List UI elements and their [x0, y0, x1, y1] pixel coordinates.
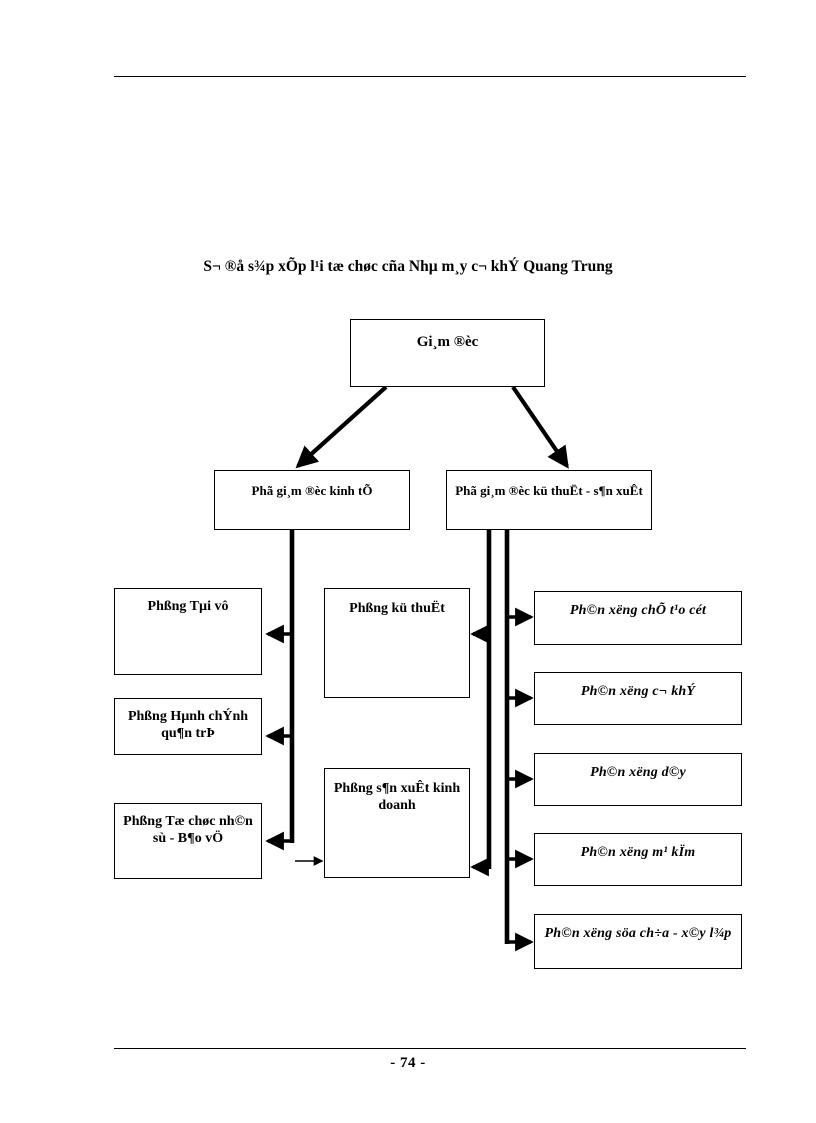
node-phong-ky-thuat[interactable]: Phßng kü thuËt: [324, 588, 470, 698]
node-phong-to-chuc[interactable]: Phßng Tæ chøc nh©n sù - B¶o vÖ: [114, 803, 262, 879]
node-px-sua-chua[interactable]: Ph©n xëng söa ch÷a - x©y l¾p: [534, 914, 742, 969]
footer-rule: [114, 1048, 746, 1049]
node-px-sua-chua-label: Ph©n xëng söa ch÷a - x©y l¾p: [544, 926, 732, 941]
node-director[interactable]: Gi¸m ®èc: [350, 319, 545, 387]
edge-director-to-deputy-tech: [511, 385, 569, 469]
node-phong-hanh-chinh-label: Phßng Hµnh chÝnh qu¶n trÞ: [127, 709, 249, 741]
node-phong-hanh-chinh[interactable]: Phßng Hµnh chÝnh qu¶n trÞ: [114, 698, 262, 755]
node-px-che-tao-cot-label: Ph©n xëng chÕ t¹o cét: [569, 603, 707, 618]
node-phong-tai-vu-label: Phßng Tµi vô: [147, 599, 229, 614]
node-director-label: Gi¸m ®èc: [416, 334, 479, 350]
page-number: - 74 -: [390, 1055, 426, 1071]
header-rule: [114, 76, 746, 77]
edge-director-to-deputy-economy: [295, 385, 388, 469]
node-px-co-khi[interactable]: Ph©n xëng c¬ khÝ: [534, 672, 742, 725]
node-px-day[interactable]: Ph©n xëng d©y: [534, 753, 742, 806]
node-px-ma-kem-label: Ph©n xëng m¹ kÏm: [580, 845, 696, 860]
node-phong-to-chuc-label: Phßng Tæ chøc nh©n sù - B¶o vÖ: [123, 814, 253, 846]
node-phong-tai-vu[interactable]: Phßng Tµi vô: [114, 588, 262, 675]
node-phong-san-xuat-label: Phßng s¶n xuÊt kinh doanh: [333, 781, 461, 813]
node-deputy-tech[interactable]: Phã gi¸m ®èc kü thuËt - s¶n xuÊt: [446, 470, 652, 530]
node-deputy-tech-label: Phã gi¸m ®èc kü thuËt - s¶n xuÊt: [455, 483, 643, 498]
node-phong-ky-thuat-label: Phßng kü thuËt: [349, 601, 445, 616]
node-phong-san-xuat[interactable]: Phßng s¶n xuÊt kinh doanh: [324, 768, 470, 878]
node-deputy-economy[interactable]: Phã gi¸m ®èc kinh tÕ: [214, 470, 410, 530]
node-px-che-tao-cot[interactable]: Ph©n xëng chÕ t¹o cét: [534, 591, 742, 645]
node-px-day-label: Ph©n xëng d©y: [590, 765, 686, 780]
node-px-ma-kem[interactable]: Ph©n xëng m¹ kÏm: [534, 833, 742, 886]
diagram-title: S¬ ®å s¾p xÕp l¹i tæ chøc cña Nhµ m¸y c¬…: [203, 258, 613, 275]
node-px-co-khi-label: Ph©n xëng c¬ khÝ: [580, 684, 696, 699]
node-deputy-economy-label: Phã gi¸m ®èc kinh tÕ: [251, 483, 373, 498]
